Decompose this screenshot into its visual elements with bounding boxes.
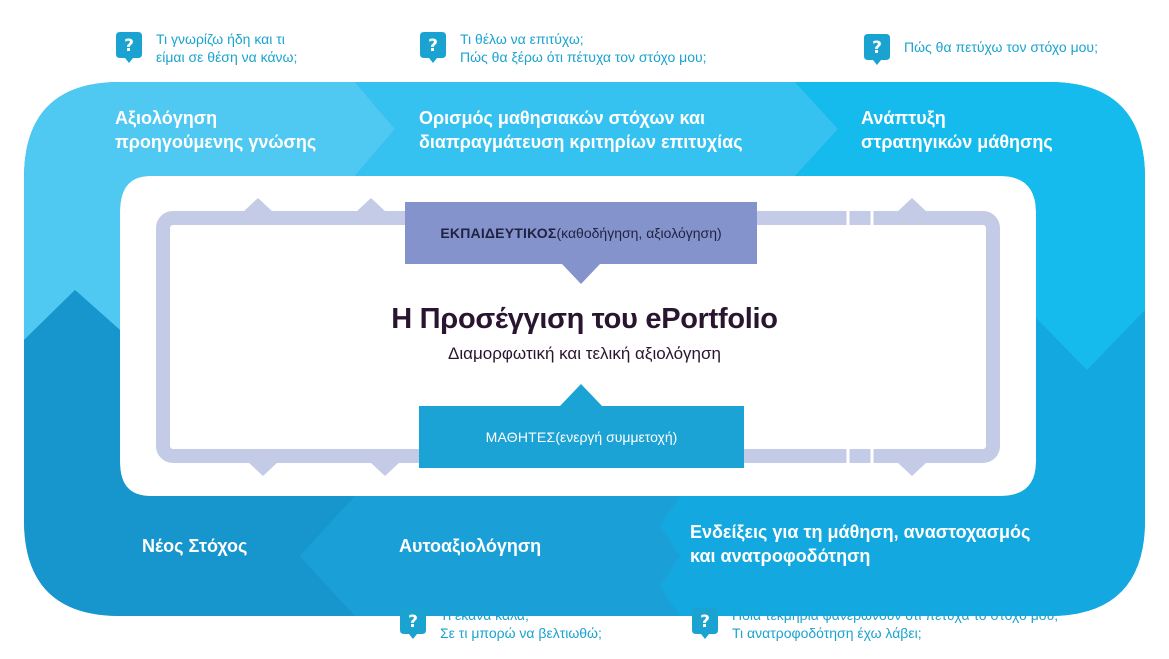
stage-line: Αξιολόγηση — [115, 108, 218, 128]
arrow-head-up-2 — [866, 178, 878, 190]
segment-bottom-middle-fix — [300, 496, 680, 616]
students-detail: (ενεργή συμμετοχή) — [555, 429, 678, 445]
segment-left-bottom — [24, 290, 355, 616]
question-line: Πώς θα ξέρω ότι πέτυχα τον στόχο μου; — [460, 49, 707, 65]
segment-top-right — [795, 82, 1145, 370]
question-icon: ? — [864, 34, 890, 65]
question-icon: ? — [420, 32, 446, 63]
stage-line: Αυτοαξιολόγηση — [399, 536, 542, 556]
stage-line: προηγούμενης γνώσης — [115, 132, 317, 152]
stage-line: Νέος Στόχος — [142, 536, 248, 556]
stage-self-assessment: Αυτοαξιολόγηση — [399, 534, 541, 558]
teacher-box: ΕΚΠΑΙΔΕΥΤΙΚΟΣ (καθοδήγηση, αξιολόγηση) — [405, 202, 757, 264]
svg-text:?: ? — [700, 612, 710, 632]
stage-line: Ανάπτυξη — [861, 108, 946, 128]
stage-line: και ανατροφοδότηση — [690, 546, 871, 566]
students-box: ΜΑΘΗΤΕΣ (ενεργή συμμετοχή) — [419, 406, 744, 468]
arrow-head-up-1 — [842, 178, 854, 190]
question-line: Πώς θα πετύχω τον στόχο μου; — [904, 39, 1098, 55]
svg-text:?: ? — [428, 36, 438, 56]
question-5: ? Ποια τεκμήρια φανερώνουν ότι πέτυχα το… — [692, 606, 1058, 642]
question-4: ? Τι έκανα καλά; Σε τι μπορώ να βελτιωθώ… — [400, 606, 602, 642]
stage-prior-assessment: Αξιολόγηση προηγούμενης γνώσης — [115, 106, 316, 154]
svg-text:?: ? — [124, 36, 134, 56]
feedback-arrows — [536, 188, 874, 496]
segment-bottom-right — [640, 310, 1145, 616]
teacher-detail: (καθοδήγηση, αξιολόγηση) — [556, 225, 722, 241]
question-line: Τι ανατροφοδότηση έχω λάβει; — [732, 625, 922, 641]
svg-text:?: ? — [872, 38, 882, 58]
question-text: Τι γνωρίζω ήδη και τι είμαι σε θέση να κ… — [156, 30, 297, 66]
question-text: Ποια τεκμήρια φανερώνουν ότι πέτυχα το σ… — [732, 606, 1058, 642]
question-icon: ? — [400, 608, 426, 639]
question-1: ? Τι γνωρίζω ήδη και τι είμαι σε θέση να… — [116, 30, 297, 66]
stage-line: Ενδείξεις για τη μάθηση, αναστοχασμός — [690, 522, 1031, 542]
question-line: Τι γνωρίζω ήδη και τι — [156, 31, 285, 47]
stage-strategy: Ανάπτυξη στρατηγικών μάθησης — [861, 106, 1053, 154]
question-line: είμαι σε θέση να κάνω; — [156, 49, 298, 65]
diagram-title: Η Προσέγγιση του ePortfolio — [391, 303, 778, 335]
stage-line: Ορισμός μαθησιακών στόχων και — [419, 108, 706, 128]
question-3: ? Πώς θα πετύχω τον στόχο μου; — [864, 32, 1098, 65]
teacher-label: ΕΚΠΑΙΔΕΥΤΙΚΟΣ — [440, 225, 557, 241]
question-line: Σε τι μπορώ να βελτιωθώ; — [440, 625, 602, 641]
frame-arrow-br — [897, 462, 927, 476]
question-line: Τι έκανα καλά; — [440, 607, 529, 623]
students-label: ΜΑΘΗΤΕΣ — [485, 429, 556, 445]
question-icon: ? — [692, 608, 718, 639]
question-text: Τι έκανα καλά; Σε τι μπορώ να βελτιωθώ; — [440, 606, 602, 642]
students-box-pointer — [560, 384, 602, 406]
svg-text:?: ? — [408, 612, 418, 632]
frame-arrow-tl — [243, 198, 273, 212]
frame-arrow-tr — [897, 198, 927, 212]
frame-arrow-bl — [248, 462, 278, 476]
teacher-box-pointer — [562, 264, 600, 284]
stage-evidence: Ενδείξεις για τη μάθηση, αναστοχασμός κα… — [690, 520, 1030, 568]
stage-line: διαπραγμάτευση κριτηρίων επιτυχίας — [419, 132, 743, 152]
question-2: ? Τι θέλω να επιτύχω; Πώς θα ξέρω ότι πέ… — [420, 30, 707, 66]
stage-line: στρατηγικών μάθησης — [861, 132, 1053, 152]
frame-arrow-bm — [370, 462, 400, 476]
question-text: Τι θέλω να επιτύχω; Πώς θα ξέρω ότι πέτυ… — [460, 30, 707, 66]
frame-arrow-tm — [356, 198, 386, 212]
question-icon: ? — [116, 32, 142, 63]
stage-goal-setting: Ορισμός μαθησιακών στόχων και διαπραγμάτ… — [419, 106, 743, 154]
stage-new-goal: Νέος Στόχος — [142, 534, 247, 558]
question-text: Πώς θα πετύχω τον στόχο μου; — [904, 32, 1098, 56]
question-line: Ποια τεκμήρια φανερώνουν ότι πέτυχα το σ… — [732, 607, 1059, 623]
diagram-subtitle: Διαμορφωτική και τελική αξιολόγηση — [448, 344, 721, 363]
segment-top-middle — [355, 82, 838, 176]
question-line: Τι θέλω να επιτύχω; — [460, 31, 584, 47]
arrow-head-left — [526, 478, 538, 490]
segment-left-top — [24, 82, 395, 340]
